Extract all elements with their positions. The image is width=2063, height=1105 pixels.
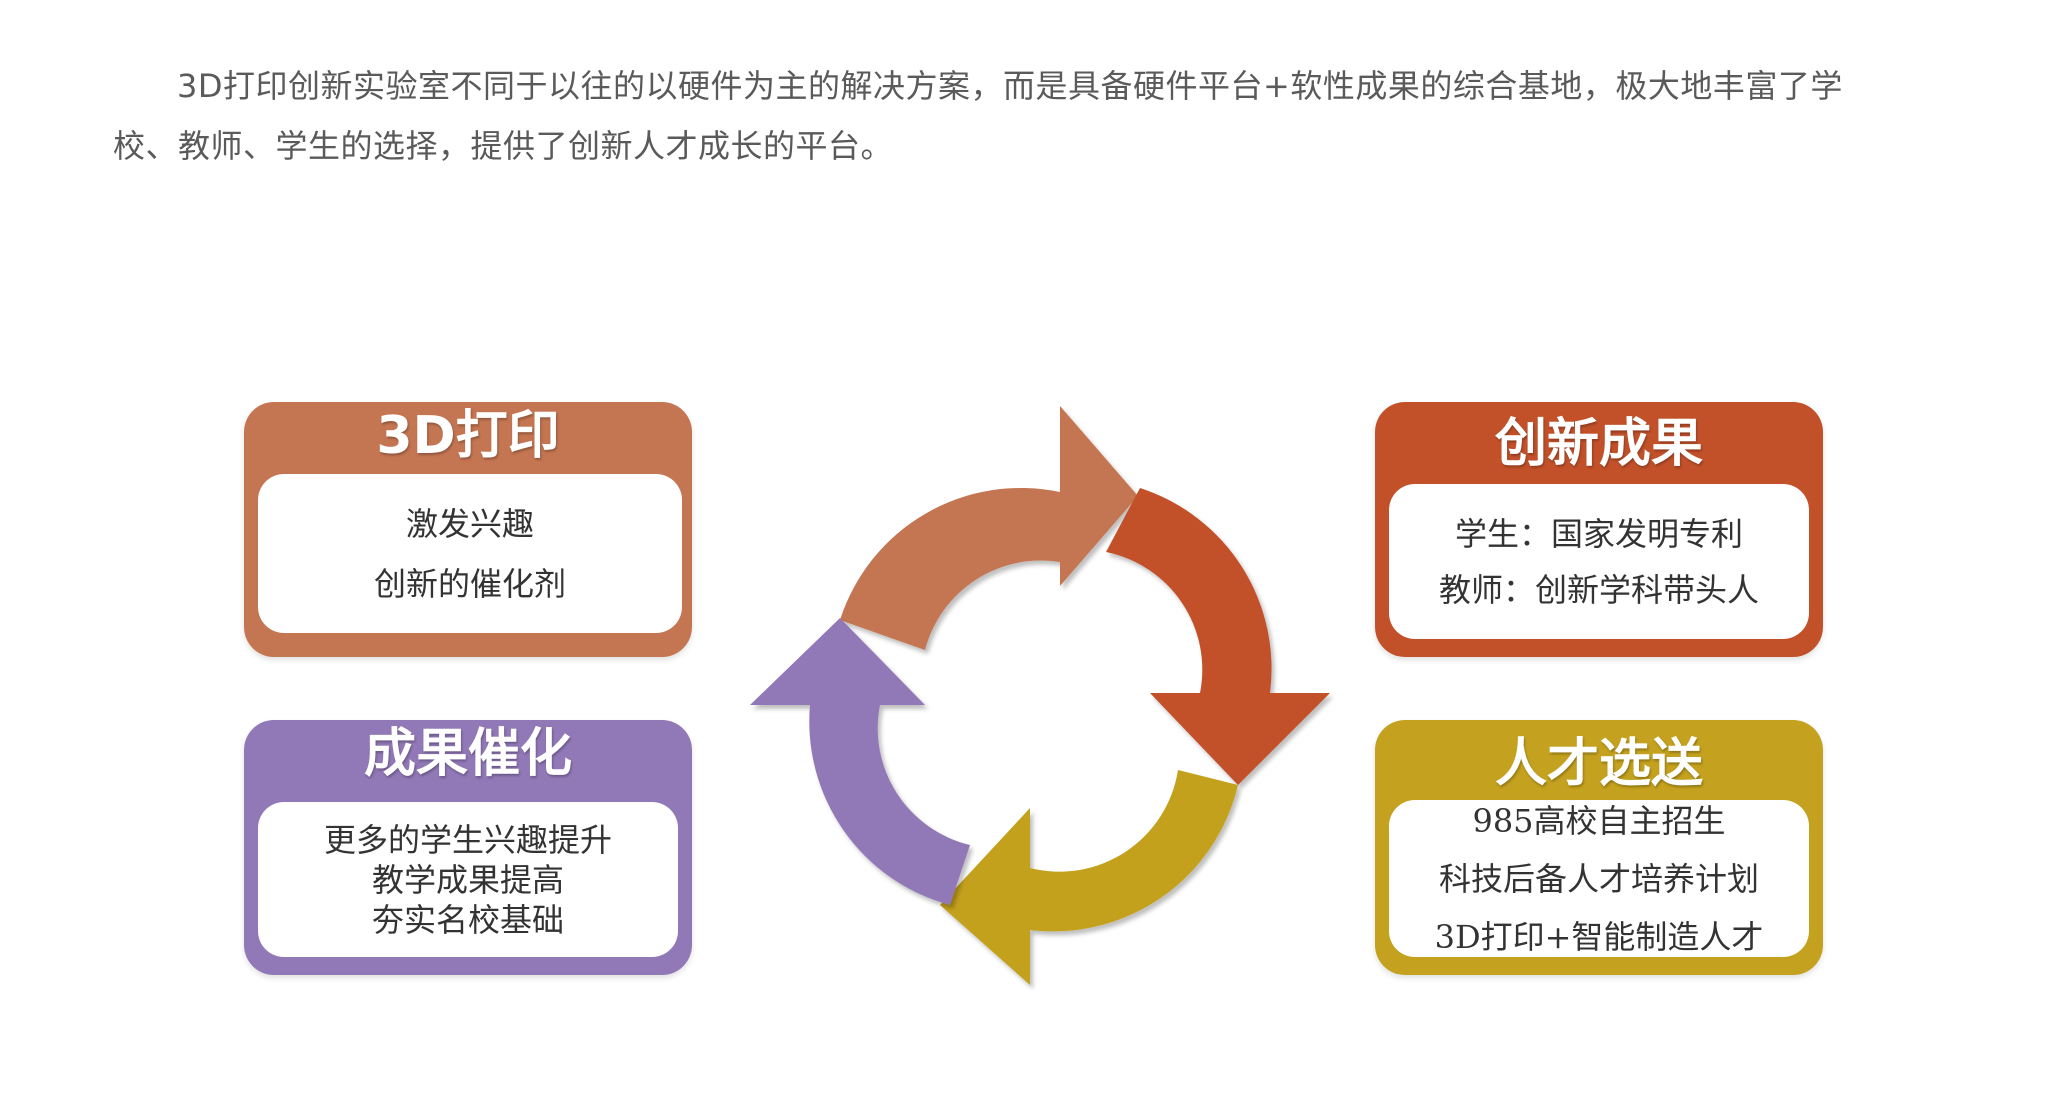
card-innovation-results: 创新成果 学生：国家发明专利 教师：创新学科带头人 <box>1375 402 1823 657</box>
cycle-arrows-diagram <box>750 406 1330 985</box>
card-results-catalyst-line: 教学成果提高 <box>371 860 564 899</box>
card-results-catalyst-body: 更多的学生兴趣提升 教学成果提高 夯实名校基础 <box>258 802 678 957</box>
card-3d-printing-line: 创新的催化剂 <box>373 564 566 603</box>
card-results-catalyst-title: 成果催化 <box>363 724 572 784</box>
intro-paragraph: 3D打印创新实验室不同于以往的以硬件为主的解决方案，而是具备硬件平台+软性成果的… <box>113 56 1893 176</box>
card-3d-printing-title: 3D打印 <box>376 406 560 466</box>
cycle-arrow-bottom <box>940 770 1238 985</box>
card-results-catalyst: 成果催化 更多的学生兴趣提升 教学成果提高 夯实名校基础 <box>244 720 692 975</box>
card-talent-selection-body: 985高校自主招生 科技后备人才培养计划 3D打印+智能制造人才 <box>1389 800 1809 957</box>
card-results-catalyst-line: 夯实名校基础 <box>371 900 564 939</box>
cycle-arrow-left-shape <box>750 618 970 905</box>
card-innovation-results-line: 教师：创新学科带头人 <box>1438 570 1759 609</box>
card-results-catalyst-line: 更多的学生兴趣提升 <box>323 820 612 859</box>
cycle-arrow-top-shape <box>840 406 1138 650</box>
card-talent-selection-line: 3D打印+智能制造人才 <box>1434 917 1764 956</box>
card-innovation-results-title: 创新成果 <box>1494 414 1703 474</box>
cycle-arrow-right <box>1106 488 1330 785</box>
card-3d-printing-line: 激发兴趣 <box>405 504 534 543</box>
card-innovation-results-line: 学生：国家发明专利 <box>1454 514 1743 553</box>
intro-line-1-text: 3D打印创新实验室不同于以往的以硬件为主的解决方案，而是具备硬件平台+软性成果的… <box>177 67 1843 105</box>
card-3d-printing: 3D打印 激发兴趣 创新的催化剂 <box>244 402 692 657</box>
card-innovation-results-body: 学生：国家发明专利 教师：创新学科带头人 <box>1389 484 1809 639</box>
cycle-arrow-right-shape <box>1106 488 1330 785</box>
intro-line-1: 3D打印创新实验室不同于以往的以硬件为主的解决方案，而是具备硬件平台+软性成果的… <box>113 56 1893 116</box>
card-talent-selection-line: 科技后备人才培养计划 <box>1438 859 1759 898</box>
card-talent-selection-line: 985高校自主招生 <box>1472 801 1726 840</box>
intro-line-2: 校、教师、学生的选择，提供了创新人才成长的平台。 <box>113 127 894 165</box>
card-talent-selection: 人才选送 985高校自主招生 科技后备人才培养计划 3D打印+智能制造人才 <box>1375 720 1823 975</box>
cycle-arrow-top <box>840 406 1138 650</box>
card-talent-selection-title: 人才选送 <box>1494 734 1703 794</box>
card-3d-printing-body: 激发兴趣 创新的催化剂 <box>258 474 682 633</box>
cycle-arrow-left <box>750 618 970 905</box>
cycle-arrow-bottom-shape <box>940 770 1238 985</box>
